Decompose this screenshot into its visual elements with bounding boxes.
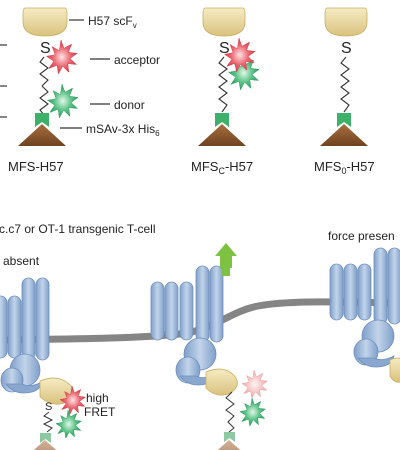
fret-label-line2: FRET <box>84 405 116 419</box>
scfv-domain <box>205 368 238 396</box>
linker <box>340 56 350 113</box>
burst-acceptor-icon <box>241 369 269 399</box>
his-tag <box>337 113 351 127</box>
linker-lower <box>39 85 49 117</box>
sensor-high-fret: S <box>33 377 87 450</box>
state-present-label: force presen <box>328 229 395 243</box>
msav-anchor <box>33 440 57 450</box>
scfv-domain <box>389 357 400 383</box>
linker <box>42 411 54 433</box>
msav-anchor <box>18 124 66 146</box>
construct-mfs-h57: S <box>18 7 79 146</box>
tcr-chain <box>35 277 50 361</box>
cd3-chain <box>329 263 344 321</box>
tcr-complex-middle <box>150 265 224 386</box>
cd3-chain <box>0 295 8 359</box>
disulfide-s-icon: S <box>40 40 51 57</box>
cd3-chain <box>150 281 165 341</box>
binding-cleft <box>5 381 43 394</box>
disulfide-s-icon: S <box>341 40 352 57</box>
label-donor: donor <box>114 98 145 112</box>
label-anchor: mSAv-3x His6 <box>86 122 160 138</box>
state-absent-label: absent <box>3 254 40 268</box>
burst-donor-icon <box>46 83 79 119</box>
cd3-chain <box>343 263 358 321</box>
cd3-chain <box>7 295 22 359</box>
msav-anchor <box>217 440 241 450</box>
linker <box>225 391 235 433</box>
construct-name-3: MFS0-H57 <box>314 159 375 176</box>
fret-label-line1: high <box>86 391 109 405</box>
cd3-chain <box>357 263 372 321</box>
construct-mfs0-h57: S <box>320 7 368 146</box>
sensor-middle <box>205 368 269 450</box>
construct-name-1: MFS-H57 <box>8 159 64 174</box>
linker-upper <box>39 56 49 87</box>
tcr-chain <box>21 277 36 361</box>
cell-label: c.c7 or OT-1 transgenic T-cell <box>0 222 156 236</box>
tcr-chain <box>387 247 400 325</box>
burst-donor-icon <box>55 409 83 439</box>
his-tag <box>35 113 49 127</box>
burst-acceptor-icon <box>59 385 87 415</box>
linker <box>218 56 228 113</box>
his-tag <box>40 433 51 443</box>
msav-anchor <box>320 124 368 146</box>
scfv-domain <box>22 7 68 37</box>
disulfide-s-icon: S <box>45 401 52 413</box>
label-acceptor: acceptor <box>114 53 160 67</box>
burst-acceptor-icon <box>223 37 256 73</box>
tcr-complex-force-present <box>329 247 400 383</box>
up-arrow-icon <box>215 243 237 276</box>
cd3-chain <box>179 281 194 341</box>
construct-name-2: MFSC-H57 <box>191 159 253 176</box>
disulfide-s-icon: S <box>219 40 230 57</box>
burst-donor-icon <box>239 397 267 427</box>
cd3-chain <box>164 281 179 341</box>
burst-acceptor-icon <box>45 39 78 75</box>
tcr-chain <box>209 265 224 343</box>
scfv-domain <box>324 7 368 37</box>
legend-lines <box>0 19 110 129</box>
his-tag <box>224 432 235 442</box>
label-scfv: H57 scFv <box>88 14 137 30</box>
tcr-complex-absent <box>0 277 50 394</box>
construct-mfsc-h57: S <box>198 7 260 146</box>
scfv-domain <box>202 7 246 37</box>
his-tag <box>215 113 229 127</box>
tcr-chain <box>373 247 388 325</box>
tcr-chain <box>195 265 210 343</box>
msav-anchor <box>198 124 246 146</box>
